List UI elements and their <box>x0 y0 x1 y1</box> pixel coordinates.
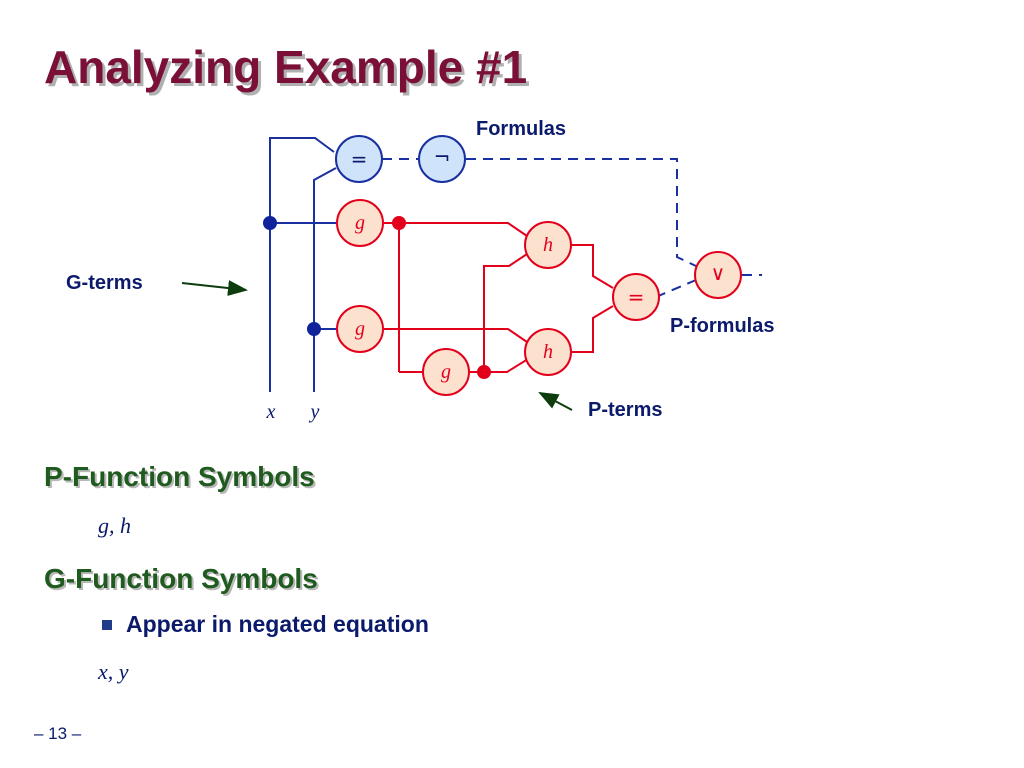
junction-dot-g3 <box>477 365 491 379</box>
wire-h2-to-eq <box>570 305 614 353</box>
node-g2: g <box>336 305 384 353</box>
g-function-heading: G-Function Symbols <box>44 563 318 594</box>
page-number: – 13 – <box>34 724 82 743</box>
formula-wires <box>382 158 762 298</box>
wire-g1-to-h1 <box>384 222 528 237</box>
input-y-label: y <box>309 401 320 423</box>
svg-text:¬: ¬ <box>434 145 451 169</box>
p-terms-label: P-terms <box>588 399 663 421</box>
node-or: ∨ <box>694 251 742 299</box>
svg-text:=: = <box>628 285 645 309</box>
bullet-square-icon <box>102 619 112 630</box>
wire-y <box>313 167 337 392</box>
g-function-bullet: Appear in negated equation <box>102 611 429 638</box>
slide-title: Analyzing Example #1 <box>44 41 528 93</box>
node-h1: h <box>524 221 572 269</box>
svg-text:g: g <box>355 318 365 340</box>
wire-eqmid-to-or <box>655 279 697 298</box>
node-g1: g <box>336 199 384 247</box>
junction-dot-x <box>263 216 277 230</box>
p-function-heading: P-Function Symbols <box>44 461 315 492</box>
node-eq-mid: = <box>612 273 660 321</box>
svg-text:g: g <box>441 361 451 383</box>
g-function-symbols: x, y <box>98 659 129 684</box>
g-terms-arrow <box>181 280 248 296</box>
wire-x <box>269 137 335 392</box>
wire-g2-to-h2 <box>384 328 528 343</box>
svg-text:h: h <box>543 234 553 256</box>
wire-h1-to-eq <box>570 244 614 289</box>
node-not: ¬ <box>418 135 466 183</box>
formulas-label: Formulas <box>476 118 567 140</box>
junction-dot-g1 <box>392 216 406 230</box>
node-g3: g <box>422 348 470 396</box>
junction-dot-y <box>307 322 321 336</box>
svg-text:∨: ∨ <box>711 261 726 285</box>
p-formulas-label: P-formulas <box>670 315 775 337</box>
svg-text:g: g <box>355 212 365 234</box>
node-h2: h <box>524 328 572 376</box>
svg-text:=: = <box>351 147 368 171</box>
wire-not-to-or <box>466 158 697 267</box>
input-x-label: x <box>266 401 276 423</box>
p-function-symbols: g, h <box>98 513 131 538</box>
p-terms-arrow <box>538 392 573 411</box>
g-terms-label: G-terms <box>66 272 143 294</box>
node-eq-top: = <box>335 135 383 183</box>
svg-text:h: h <box>543 341 553 363</box>
g-wires <box>269 137 337 392</box>
wire-g3-to-h1 <box>483 253 528 372</box>
bullet-text: Appear in negated equation <box>126 611 429 637</box>
p-wires <box>384 222 614 373</box>
